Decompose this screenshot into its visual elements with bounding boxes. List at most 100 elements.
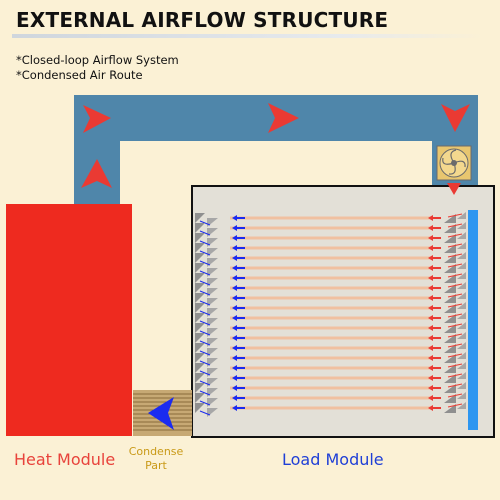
cold-air-arrow-icon bbox=[232, 225, 237, 231]
cold-air-arrow-icon bbox=[232, 275, 237, 281]
warm-air-arrow-shaft bbox=[433, 237, 441, 239]
warm-air-arrow-shaft bbox=[433, 257, 441, 259]
left-deflector bbox=[195, 353, 205, 363]
flow-arrow-icon bbox=[447, 183, 461, 195]
warm-air-arrow-shaft bbox=[433, 297, 441, 299]
cold-air-arrow-icon bbox=[232, 255, 237, 261]
left-deflector bbox=[195, 333, 205, 343]
warm-air-arrow-icon bbox=[428, 235, 433, 241]
warm-air-arrow-shaft bbox=[433, 347, 441, 349]
flow-arrow-icon bbox=[441, 104, 470, 132]
left-deflector bbox=[195, 293, 205, 303]
heat-sink-fin bbox=[230, 336, 432, 340]
cold-air-arrow-icon bbox=[232, 405, 237, 411]
warm-air-arrow-icon bbox=[428, 355, 433, 361]
fan-icon bbox=[435, 144, 473, 182]
condense-part bbox=[133, 390, 192, 436]
cold-air-arrow-shaft bbox=[237, 277, 245, 279]
right-deflector bbox=[457, 272, 466, 279]
left-deflector bbox=[195, 373, 205, 383]
cold-air-arrow-icon bbox=[232, 375, 237, 381]
note-condensed-route: *Condensed Air Route bbox=[16, 68, 143, 82]
cold-air-arrow-shaft bbox=[237, 217, 245, 219]
warm-air-arrow-icon bbox=[428, 395, 433, 401]
left-deflector bbox=[195, 243, 205, 253]
warm-air-arrow-icon bbox=[428, 345, 433, 351]
right-deflector-arrow bbox=[447, 333, 463, 338]
flow-arrow-icon bbox=[83, 105, 111, 133]
heat-sink-fin bbox=[230, 316, 432, 320]
right-deflector-arrow bbox=[447, 343, 463, 348]
warm-air-arrow-shaft bbox=[433, 277, 441, 279]
left-deflector bbox=[195, 363, 205, 373]
flow-arrow-icon bbox=[81, 159, 112, 188]
left-deflector bbox=[195, 263, 205, 273]
heat-sink-fin bbox=[230, 276, 432, 280]
cold-air-arrow-icon bbox=[232, 215, 237, 221]
right-deflector bbox=[457, 372, 466, 379]
warm-air-arrow-icon bbox=[428, 385, 433, 391]
cold-air-arrow-shaft bbox=[237, 257, 245, 259]
cold-air-arrow-icon bbox=[232, 395, 237, 401]
right-deflector-arrow bbox=[447, 383, 463, 388]
flow-arrow-icon bbox=[268, 103, 299, 133]
right-deflector-arrow bbox=[447, 263, 463, 268]
left-deflector bbox=[195, 283, 205, 293]
left-deflector bbox=[195, 403, 205, 413]
cold-air-arrow-icon bbox=[232, 345, 237, 351]
right-deflector bbox=[457, 222, 466, 229]
warm-air-arrow-icon bbox=[428, 275, 433, 281]
warm-air-arrow-shaft bbox=[433, 377, 441, 379]
heat-sink-fin bbox=[230, 246, 432, 250]
right-deflector bbox=[457, 382, 466, 389]
heat-sink-fin bbox=[230, 286, 432, 290]
right-deflector bbox=[457, 342, 466, 349]
heat-sink-fin bbox=[230, 226, 432, 230]
right-deflector-arrow bbox=[447, 313, 463, 318]
left-deflector bbox=[195, 273, 205, 283]
left-deflector bbox=[195, 393, 205, 403]
right-deflector-arrow bbox=[447, 283, 463, 288]
warm-air-arrow-icon bbox=[428, 335, 433, 341]
warm-air-arrow-shaft bbox=[433, 247, 441, 249]
right-deflector-arrow bbox=[447, 403, 463, 408]
cold-air-arrow-shaft bbox=[237, 397, 245, 399]
heat-sink-fin bbox=[230, 396, 432, 400]
left-deflector bbox=[195, 323, 205, 333]
heat-sink-fin bbox=[230, 406, 432, 410]
warm-air-arrow-shaft bbox=[433, 307, 441, 309]
cold-air-arrow-icon bbox=[232, 245, 237, 251]
right-deflector bbox=[457, 402, 466, 409]
cold-air-arrow-icon bbox=[232, 335, 237, 341]
warm-air-arrow-icon bbox=[428, 295, 433, 301]
cold-air-arrow-icon bbox=[232, 355, 237, 361]
right-deflector bbox=[457, 322, 466, 329]
heat-module-label: Heat Module bbox=[14, 450, 116, 469]
heat-sink-fin bbox=[230, 346, 432, 350]
right-deflector-arrow bbox=[447, 363, 463, 368]
cold-air-arrow-shaft bbox=[237, 247, 245, 249]
cold-air-arrow-icon bbox=[232, 235, 237, 241]
cold-air-arrow-icon bbox=[232, 295, 237, 301]
cold-air-arrow-shaft bbox=[237, 327, 245, 329]
heat-sink-fins bbox=[195, 212, 466, 417]
heat-sink-fin bbox=[230, 306, 432, 310]
heat-sink-fin bbox=[230, 356, 432, 360]
cold-air-arrow-icon bbox=[232, 325, 237, 331]
warm-air-arrow-icon bbox=[428, 265, 433, 271]
right-deflector-arrow bbox=[447, 373, 463, 378]
load-module-label: Load Module bbox=[282, 450, 384, 469]
warm-air-arrow-shaft bbox=[433, 317, 441, 319]
flow-arrows bbox=[81, 103, 470, 195]
warm-air-arrow-shaft bbox=[433, 397, 441, 399]
note-closed-loop: *Closed-loop Airflow System bbox=[16, 53, 179, 67]
heat-sink-fin bbox=[230, 266, 432, 270]
condense-arrow-icon bbox=[148, 397, 174, 430]
warm-air-arrow-icon bbox=[428, 285, 433, 291]
condense-label-line2: Part bbox=[145, 459, 167, 472]
right-deflector bbox=[457, 362, 466, 369]
left-deflector bbox=[195, 223, 205, 233]
warm-air-arrow-icon bbox=[428, 365, 433, 371]
warm-air-arrow-icon bbox=[428, 215, 433, 221]
heat-sink-fin bbox=[230, 366, 432, 370]
